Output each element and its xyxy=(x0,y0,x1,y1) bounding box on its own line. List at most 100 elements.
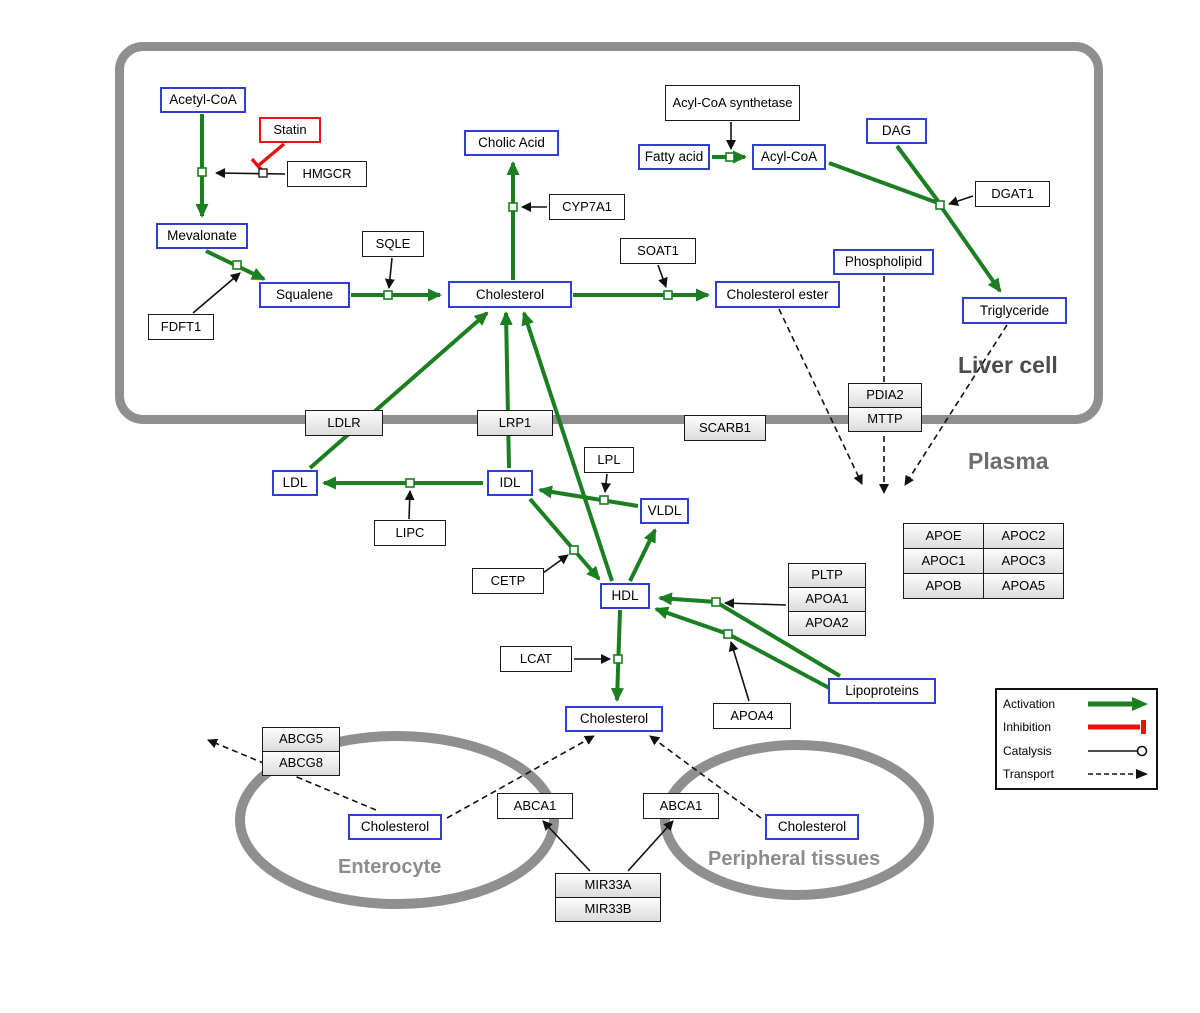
edge-triglyceride-plasma xyxy=(904,324,1008,486)
edge-sqle-catalysis xyxy=(384,257,395,289)
edge-hdl-cholesterol-scarb1 xyxy=(521,311,614,582)
node-pltp: PLTP xyxy=(788,563,866,588)
peripheral-tissues-membrane xyxy=(660,740,934,900)
apo-table-cell: APOA5 xyxy=(983,573,1064,599)
node-idl: IDL xyxy=(487,470,533,496)
legend-activation-label: Activation xyxy=(1003,697,1056,712)
enterocyte-membrane xyxy=(235,731,559,909)
node-abcg5: ABCG5 xyxy=(262,727,340,752)
node-mevalonate: Mevalonate xyxy=(156,223,248,249)
edge-idl-cholesterol-lrp1 xyxy=(499,311,513,469)
node-acyl-coa-synthetase: Acyl-CoA synthetase xyxy=(665,85,800,121)
peripheral-tissues-label: Peripheral tissues xyxy=(708,848,881,870)
liver-cell-membrane xyxy=(115,42,1103,424)
node-apoa4: APOA4 xyxy=(713,703,791,729)
node-acetyl-coa: Acetyl-CoA xyxy=(160,87,246,113)
legend-inhibition: Inhibition xyxy=(1003,716,1150,738)
edge-hdl-vldl xyxy=(628,528,657,582)
edge-cetp-catalysis xyxy=(542,554,569,574)
edge-apoa-group-catalysis xyxy=(724,598,787,609)
node-ldlr: LDLR xyxy=(305,410,383,436)
node-soat1: SOAT1 xyxy=(620,238,696,264)
node-statin: Statin xyxy=(259,117,321,143)
node-lcat: LCAT xyxy=(500,646,572,672)
node-hmgcr: HMGCR xyxy=(287,161,367,187)
node-dag: DAG xyxy=(866,118,927,144)
node-cholesterol-enterocyte: Cholesterol xyxy=(348,814,442,840)
node-cyp7a1: CYP7A1 xyxy=(549,194,625,220)
apo-table-cell: APOC2 xyxy=(983,523,1064,549)
inhibition-edge-statin xyxy=(250,142,286,175)
node-phospholipid: Phospholipid xyxy=(833,249,934,275)
edge-vldl-idl xyxy=(538,485,639,508)
edge-dgat1-catalysis xyxy=(948,195,974,206)
node-pdia2: PDIA2 xyxy=(848,383,922,408)
legend-transport-label: Transport xyxy=(1003,766,1054,781)
statin-inhibition-line xyxy=(257,142,286,167)
node-mttp: MTTP xyxy=(848,407,922,432)
node-abca1-peripheral: ABCA1 xyxy=(643,793,719,819)
edge-apoa4-catalysis xyxy=(728,641,750,702)
node-cholesterol-plasma: Cholesterol xyxy=(565,706,663,732)
edge-cholesterolester-plasma xyxy=(778,308,863,485)
node-dgat1: DGAT1 xyxy=(975,181,1050,207)
node-lipc: LIPC xyxy=(374,520,446,546)
catalysis-edges xyxy=(192,122,974,872)
edge-dag-junction xyxy=(895,144,940,203)
enterocyte-label: Enterocyte xyxy=(338,856,442,878)
legend-catalysis-label: Catalysis xyxy=(1003,743,1052,758)
node-abca1-enterocyte: ABCA1 xyxy=(497,793,573,819)
node-cholesterol-ester: Cholesterol ester xyxy=(715,281,840,308)
node-lipoproteins: Lipoproteins xyxy=(828,678,936,704)
edge-peripheral-cholesterol-abca1 xyxy=(649,735,762,819)
node-fatty-acid: Fatty acid xyxy=(638,144,710,170)
node-lpl: LPL xyxy=(584,447,634,473)
activation-arrow-icon xyxy=(1088,697,1148,712)
node-cetp: CETP xyxy=(472,568,544,594)
edge-lpl-catalysis xyxy=(601,473,611,493)
node-scarb1: SCARB1 xyxy=(684,415,766,441)
activation-edges xyxy=(195,114,1002,702)
node-acyl-coa: Acyl-CoA xyxy=(752,144,826,170)
edge-acylcoa-junction xyxy=(828,161,939,205)
node-mir33b: MIR33B xyxy=(555,897,661,922)
liver-cell-label: Liver cell xyxy=(958,352,1058,378)
apo-table-cell: APOE xyxy=(903,523,984,549)
edge-hmgcr-catalysis xyxy=(215,168,286,179)
node-cholesterol-peripheral: Cholesterol xyxy=(765,814,859,840)
node-ldl: LDL xyxy=(272,470,318,496)
node-mir33a: MIR33A xyxy=(555,873,661,898)
edge-mir33-abca1-left xyxy=(542,820,591,872)
edge-mir33-abca1-right xyxy=(627,820,674,872)
node-fdft1: FDFT1 xyxy=(148,314,214,340)
catalysis-circle-icon xyxy=(1088,745,1148,756)
edge-enterocyte-cholesterol-abca1 xyxy=(446,735,595,819)
edge-junction-triglyceride xyxy=(940,206,1002,293)
node-lrp1: LRP1 xyxy=(477,410,553,436)
edge-idl-hdl-cetp xyxy=(528,497,601,581)
edge-ldl-cholesterol-ldlr xyxy=(308,311,489,470)
legend: Activation Inhibition Catalysis Transpor… xyxy=(995,688,1158,790)
inhibition-tbar-icon xyxy=(1088,720,1146,735)
node-cholic-acid: Cholic Acid xyxy=(464,130,559,156)
node-apoa2: APOA2 xyxy=(788,611,866,636)
node-sqle: SQLE xyxy=(362,231,424,257)
plasma-label: Plasma xyxy=(968,448,1049,474)
edge-lipc-catalysis xyxy=(404,490,415,520)
node-triglyceride: Triglyceride xyxy=(962,297,1067,324)
cell-membranes xyxy=(235,731,934,909)
node-squalene: Squalene xyxy=(259,282,350,308)
node-hdl: HDL xyxy=(600,583,650,609)
legend-activation: Activation xyxy=(1003,693,1150,715)
node-abcg8: ABCG8 xyxy=(262,751,340,776)
hmgcr-catalysis-node xyxy=(258,168,268,178)
node-vldl: VLDL xyxy=(640,498,689,524)
edge-soat1-catalysis xyxy=(657,264,668,288)
apo-table-cell: APOB xyxy=(903,573,984,599)
apo-table-cell: APOC1 xyxy=(903,548,984,574)
edge-fdft1-catalysis xyxy=(192,272,241,314)
apo-table-cell: APOC3 xyxy=(983,548,1064,574)
node-cholesterol-liver: Cholesterol xyxy=(448,281,572,308)
